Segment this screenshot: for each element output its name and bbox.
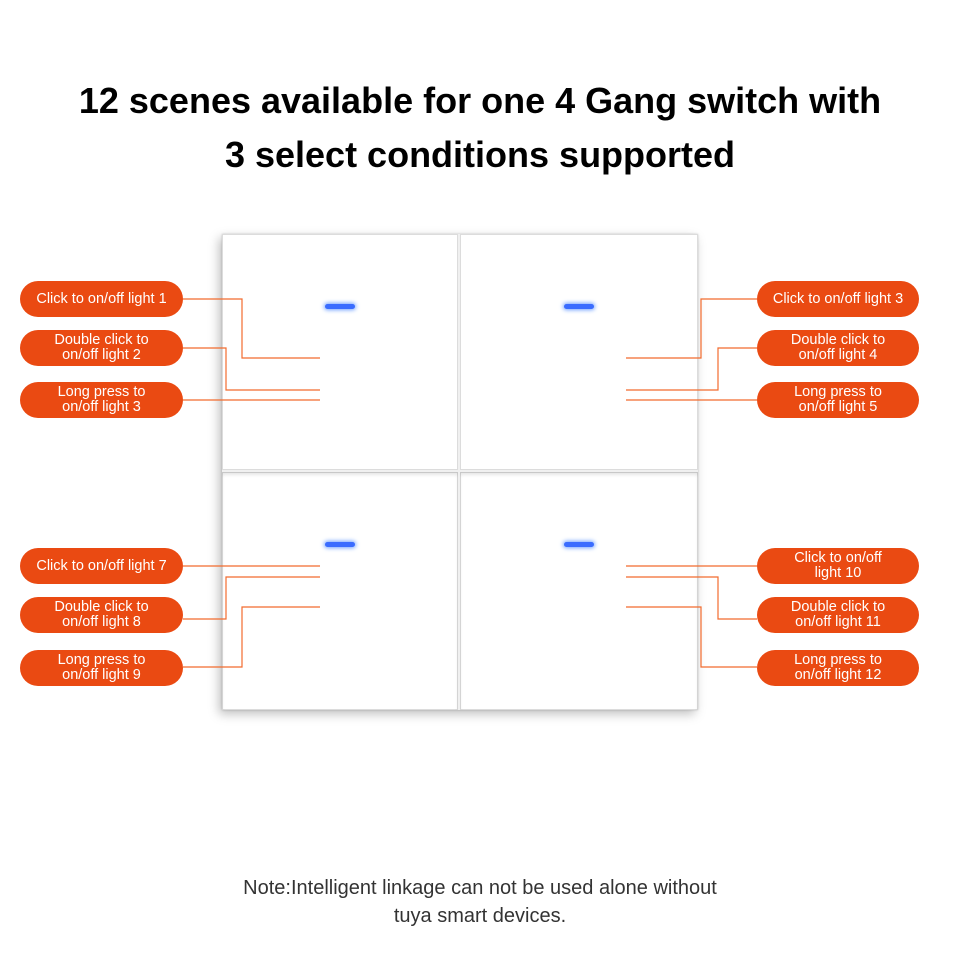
led-indicator-icon <box>564 542 594 547</box>
label-long-press-light-3: Long press to on/off light 3 <box>20 382 183 418</box>
switch-key-2[interactable] <box>460 234 698 470</box>
title-line-2: 3 select conditions supported <box>224 134 736 175</box>
label-double-click-light-11: Double click to on/off light 11 <box>757 597 919 633</box>
label-click-light-7: Click to on/off light 7 <box>20 548 183 584</box>
footnote-line-2: tuya smart devices. <box>393 905 567 927</box>
switch-key-3[interactable] <box>222 472 458 710</box>
label-double-click-light-8: Double click to on/off light 8 <box>20 597 183 633</box>
label-click-light-1: Click to on/off light 1 <box>20 281 183 317</box>
label-double-click-light-4: Double click to on/off light 4 <box>757 330 919 366</box>
label-long-press-light-12: Long press to on/off light 12 <box>757 650 919 686</box>
title-line-1: 12 scenes available for one 4 Gang switc… <box>78 80 882 121</box>
four-gang-switch-panel <box>222 234 698 710</box>
label-click-light-3: Click to on/off light 3 <box>757 281 919 317</box>
page-title: 12 scenes available for one 4 Gang switc… <box>0 74 960 182</box>
switch-key-1[interactable] <box>222 234 458 470</box>
led-indicator-icon <box>325 542 355 547</box>
label-long-press-light-9: Long press to on/off light 9 <box>20 650 183 686</box>
label-click-light-10: Click to on/off light 10 <box>757 548 919 584</box>
led-indicator-icon <box>564 304 594 309</box>
footnote: Note:Intelligent linkage can not be used… <box>0 874 960 930</box>
switch-key-4[interactable] <box>460 472 698 710</box>
label-double-click-light-2: Double click to on/off light 2 <box>20 330 183 366</box>
label-long-press-light-5: Long press to on/off light 5 <box>757 382 919 418</box>
led-indicator-icon <box>325 304 355 309</box>
footnote-line-1: Note:Intelligent linkage can not be used… <box>243 877 717 899</box>
